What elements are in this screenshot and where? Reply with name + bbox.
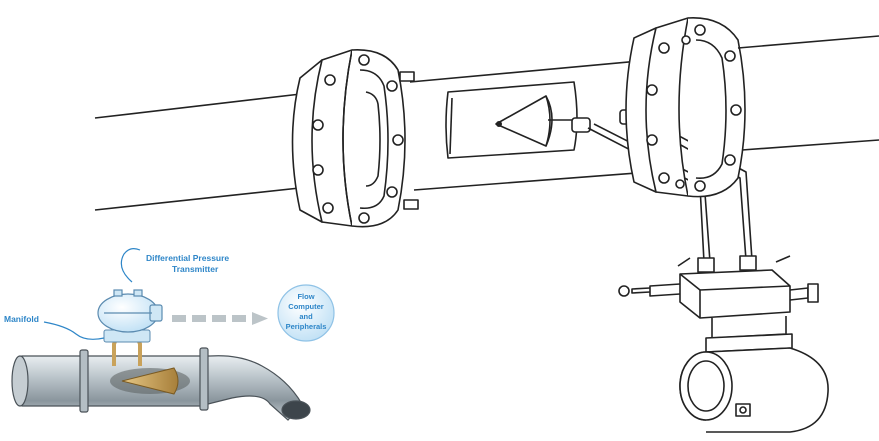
v-cone-element bbox=[495, 95, 572, 147]
manifold-label: Manifold bbox=[4, 314, 39, 324]
dp-transmitter-label-line1: Differential Pressure bbox=[146, 253, 229, 263]
inset-dp-transmitter bbox=[97, 289, 163, 333]
flange-left bbox=[291, 49, 419, 228]
inset-pipe-opening bbox=[281, 400, 311, 420]
inset-pipe-flange-2 bbox=[199, 347, 209, 411]
inset-manifold-leader-line bbox=[43, 321, 105, 340]
inset-signal-arrow bbox=[172, 312, 268, 325]
main-pipeline-assembly bbox=[94, 17, 879, 433]
dp-transmitter-label-line2: Transmitter bbox=[172, 264, 219, 274]
flow-computer-label-line3: and bbox=[299, 312, 313, 321]
inset-schematic: Differential Pressure Transmitter Manifo… bbox=[4, 248, 335, 421]
inset-flow-computer-bubble bbox=[277, 284, 335, 342]
flange-right bbox=[625, 17, 746, 198]
valve-manifold bbox=[618, 255, 819, 319]
inset-pipe-flange-1 bbox=[79, 349, 89, 413]
pipe-right-section bbox=[737, 35, 879, 151]
inset-dp-leader-line bbox=[120, 248, 141, 283]
flow-computer-label-line1: Flow bbox=[297, 292, 314, 301]
flow-computer-label-line4: Peripherals bbox=[286, 322, 327, 331]
pipe-left-section bbox=[94, 91, 319, 211]
transmitter-housing bbox=[679, 316, 829, 433]
inset-v-cone bbox=[110, 367, 190, 395]
flow-computer-label-line2: Computer bbox=[288, 302, 323, 311]
inset-pipe-end bbox=[11, 355, 29, 407]
